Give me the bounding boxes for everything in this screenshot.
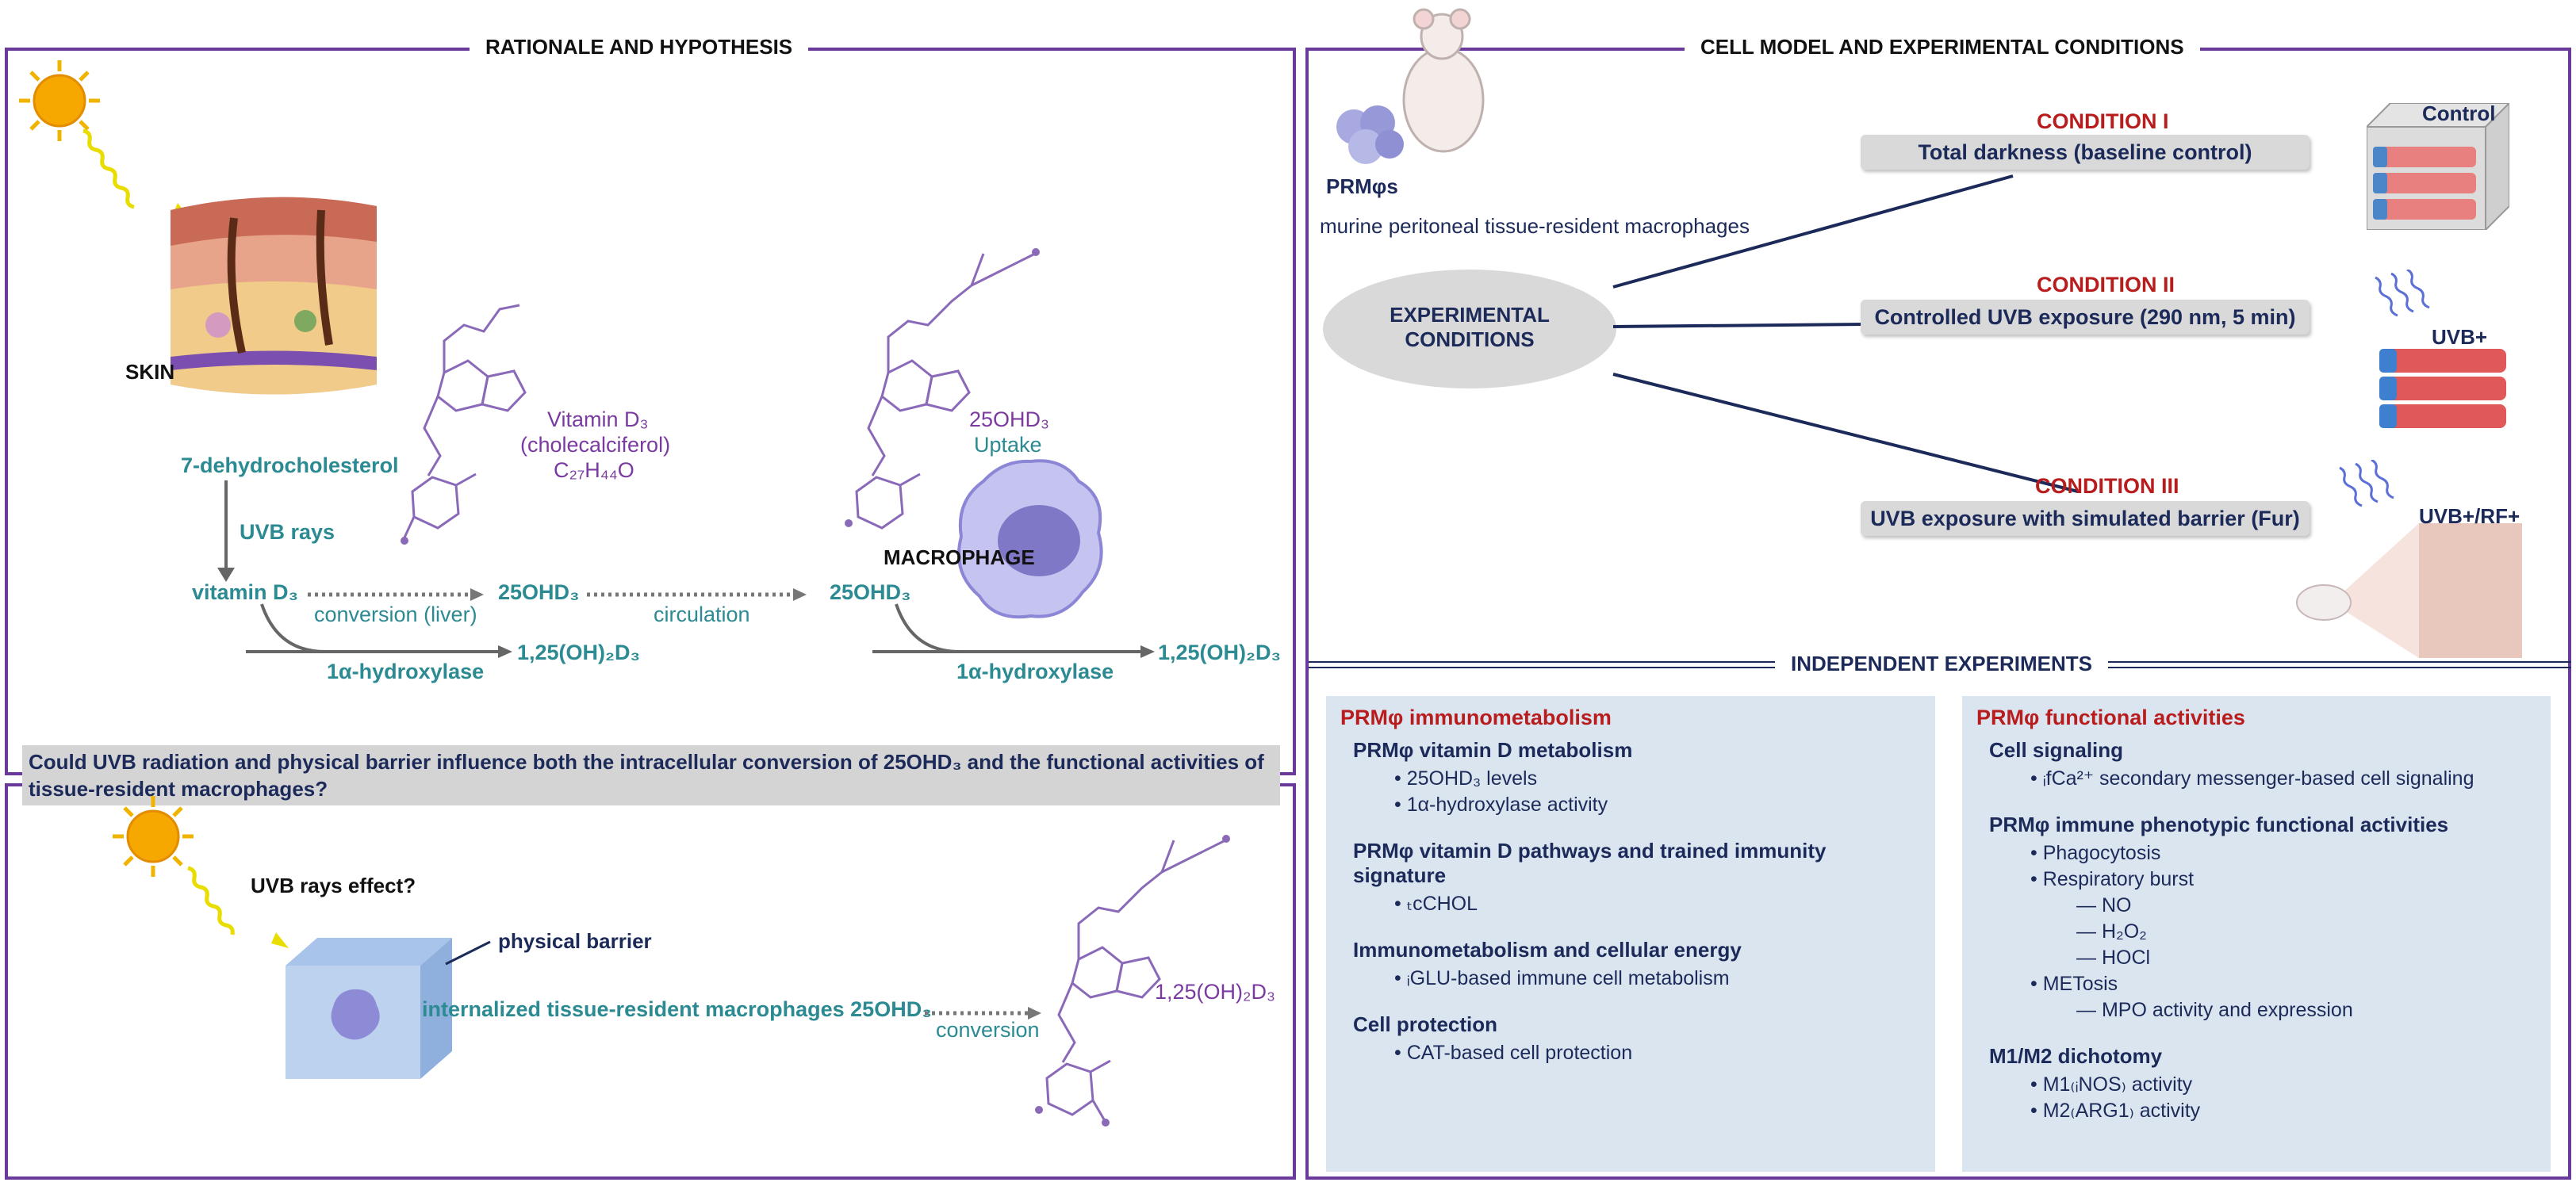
25ohd3-label-a: 25OHD₃ <box>498 580 580 604</box>
vitd-pathways-group: PRMφ vitamin D pathways and trained immu… <box>1353 839 1921 917</box>
immunometabolism-panel: PRMφ immunometabolism PRMφ vitamin D met… <box>1326 696 1935 1172</box>
list-item: • Respiratory burst <box>2030 868 2195 890</box>
functional-activities-panel: PRMφ functional activities Cell signalin… <box>1962 696 2551 1172</box>
condition-3-title: CONDITION III <box>2035 474 2179 498</box>
skin-illustration <box>171 197 377 395</box>
condition-2-box: Controlled UVB exposure (290 nm, 5 min) <box>1861 300 2310 335</box>
group-heading: Immunometabolism and cellular energy <box>1353 938 1742 962</box>
hypothesis-question-text: Could UVB radiation and physical barrier… <box>29 750 1264 801</box>
macrophage-label: MACROPHAGE <box>884 545 1035 569</box>
control-flask-label: Control <box>2422 101 2496 125</box>
list-item: • CAT-based cell protection <box>1394 1042 1633 1064</box>
list-item: • 1α-hydroxylase activity <box>1394 794 1608 816</box>
hydroxylase-arrow-b <box>872 603 1155 658</box>
uptake-label: Uptake <box>974 433 1042 457</box>
list-item: • M2₍ARG1₎ activity <box>2030 1100 2201 1122</box>
uvb-arrow <box>217 480 235 582</box>
condition-connector-lines <box>1612 174 2079 493</box>
dihydroxy-label-a: 1,25(OH)₂D₃ <box>517 641 641 664</box>
25ohd3-molecule <box>845 248 1040 530</box>
list-item: • ₜcCHOL <box>1394 893 1478 915</box>
dihydroxy-label-b: 1,25(OH)₂D₃ <box>1158 641 1282 664</box>
experimental-conditions-line1: EXPERIMENTAL <box>1390 303 1550 327</box>
cell-model-title: CELL MODEL AND EXPERIMENTAL CONDITIONS <box>1685 35 2200 59</box>
list-item: • ᵢGLU-based immune cell metabolism <box>1394 967 1730 989</box>
group-heading: Cell signaling <box>1989 738 2124 762</box>
condition-3-box: UVB exposure with simulated barrier (Fur… <box>1861 501 2310 536</box>
cell-protection-group: Cell protection • CAT-based cell protect… <box>1353 1012 1921 1066</box>
conversion-label: conversion <box>936 1018 1040 1042</box>
vitd-metabolism-group: PRMφ vitamin D metabolism • 25OHD₃ level… <box>1353 738 1921 818</box>
conversion-arrow <box>925 1007 1041 1020</box>
barrier-pointer-line <box>445 940 491 966</box>
prm-cell-cluster <box>1336 105 1404 164</box>
prm-description: murine peritoneal tissue-resident macrop… <box>1320 214 1750 238</box>
sun-icon-lower <box>113 796 194 877</box>
dehydrocholesterol-label: 7-dehydrocholesterol <box>181 453 399 477</box>
cellular-energy-group: Immunometabolism and cellular energy • ᵢ… <box>1353 938 1921 992</box>
condition-1-title: CONDITION I <box>2037 109 2169 133</box>
physical-barrier-label: physical barrier <box>498 929 652 953</box>
skin-label: SKIN <box>125 360 175 384</box>
prm-label: PRMφs <box>1326 174 1398 198</box>
uv-ray-wave-lower <box>187 866 289 948</box>
group-heading: PRMφ vitamin D metabolism <box>1353 738 1633 762</box>
vitamin-d3-label: vitamin D₃ <box>192 580 299 604</box>
uvb-flask-icon <box>2375 270 2506 428</box>
sub-item: — H₂O₂ <box>2076 920 2147 943</box>
circulation-label: circulation <box>654 603 750 626</box>
hydroxylase-label-a: 1α-hydroxylase <box>327 660 485 683</box>
uptake-25ohd3: 25OHD₃ <box>969 407 1050 431</box>
liver-conversion-arrow <box>308 588 484 601</box>
immunometabolism-title: PRMφ immunometabolism <box>1340 706 1612 729</box>
vitamin-d3-formula: C₂₇H₄₄O <box>554 458 634 482</box>
list-item: • METosis <box>2030 973 2118 995</box>
hydroxylase-label-b: 1α-hydroxylase <box>956 660 1114 683</box>
hypothesis-question: Could UVB radiation and physical barrier… <box>22 745 1280 805</box>
vitamin-d3-molecule <box>401 304 527 545</box>
uvb-effect-label: UVB rays effect? <box>251 874 416 897</box>
dihydroxy-label-c: 1,25(OH)₂D₃ <box>1155 980 1276 1004</box>
control-flask-icon <box>2367 103 2509 230</box>
group-heading: PRMφ vitamin D pathways and trained immu… <box>1353 839 1827 887</box>
list-item: • 25OHD₃ levels <box>1394 767 1538 790</box>
sub-item: — HOCl <box>2076 947 2151 969</box>
barrier-cube <box>286 938 452 1079</box>
independent-title: INDEPENDENT EXPERIMENTS <box>1775 652 2108 676</box>
internalized-label: internalized tissue-resident macrophages… <box>422 997 932 1021</box>
macrophage-cell <box>957 459 1103 619</box>
condition-1-box: Total darkness (baseline control) <box>1861 135 2310 170</box>
experimental-conditions-line2: CONDITIONS <box>1405 327 1535 351</box>
m1m2-group: M1/M2 dichotomy • M1₍ᵢNOS₎ activity • M2… <box>1989 1044 2536 1124</box>
list-item: • Phagocytosis <box>2030 842 2161 864</box>
vitamin-d3-name: Vitamin D₃ <box>547 407 649 431</box>
experimental-conditions-ellipse: EXPERIMENTAL CONDITIONS <box>1323 270 1616 388</box>
mouse-illustration <box>1402 8 1485 153</box>
hydroxylase-arrow-a <box>246 603 512 658</box>
cell-signaling-group: Cell signaling • ᵢfCa²⁺ secondary messen… <box>1989 738 2536 792</box>
vitamin-d3-alias: (cholecalciferol) <box>520 433 671 457</box>
immune-phenotypic-group: PRMφ immune phenotypic functional activi… <box>1989 813 2536 1023</box>
uvb-rf-flask-icon <box>2296 460 2522 658</box>
rationale-title: RATIONALE AND HYPOTHESIS <box>470 35 809 59</box>
sub-item: — MPO activity and expression <box>2076 999 2353 1021</box>
group-heading: Cell protection <box>1353 1012 1498 1036</box>
sub-item: — NO <box>2076 894 2132 916</box>
sun-icon <box>19 60 100 141</box>
circulation-arrow <box>587 588 807 601</box>
group-heading: M1/M2 dichotomy <box>1989 1044 2163 1068</box>
25ohd3-label-b: 25OHD₃ <box>830 580 911 604</box>
functional-activities-title: PRMφ functional activities <box>1976 706 2245 729</box>
condition-2-title: CONDITION II <box>2037 273 2175 296</box>
conversion-liver-label: conversion (liver) <box>314 603 477 626</box>
list-item: • M1₍ᵢNOS₎ activity <box>2030 1073 2193 1096</box>
list-item: • ᵢfCa²⁺ secondary messenger-based cell … <box>2030 767 2474 790</box>
group-heading: PRMφ immune phenotypic functional activi… <box>1989 813 2449 836</box>
uvb-rays-label: UVB rays <box>240 520 335 544</box>
dihydroxy-molecule <box>1035 835 1230 1127</box>
uvb-flask-label: UVB+ <box>2432 325 2488 349</box>
uvb-rf-flask-label: UVB+/RF+ <box>2419 504 2520 528</box>
